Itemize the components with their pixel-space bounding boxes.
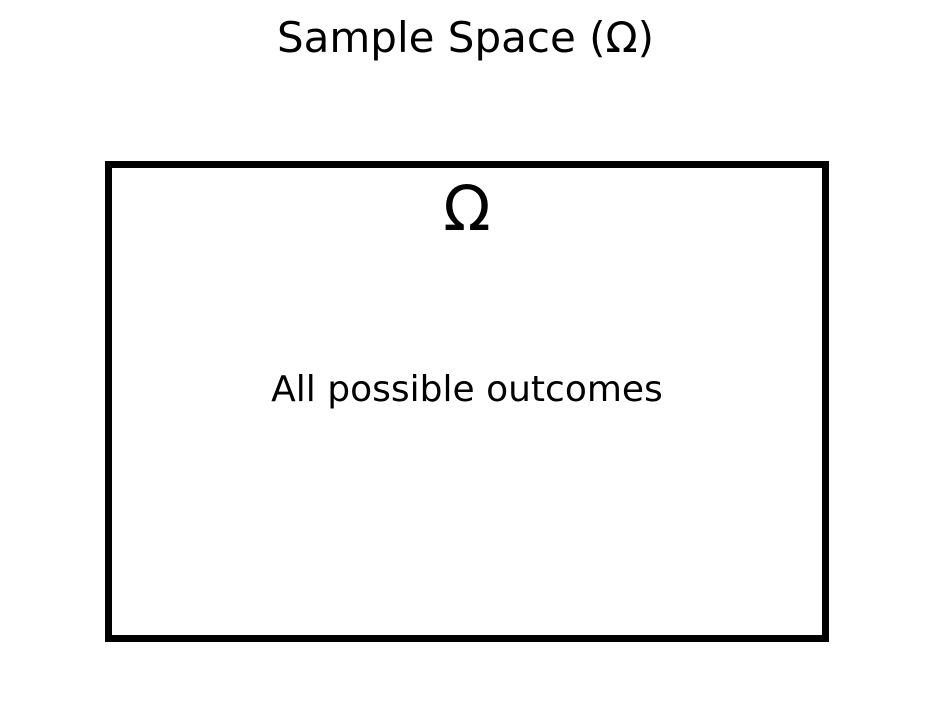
sample-space-label: All possible outcomes [271, 369, 663, 410]
diagram-title: Sample Space (Ω) [276, 13, 655, 62]
omega-symbol: Ω [443, 172, 491, 245]
sample-space-box: Ω All possible outcomes [105, 161, 829, 642]
